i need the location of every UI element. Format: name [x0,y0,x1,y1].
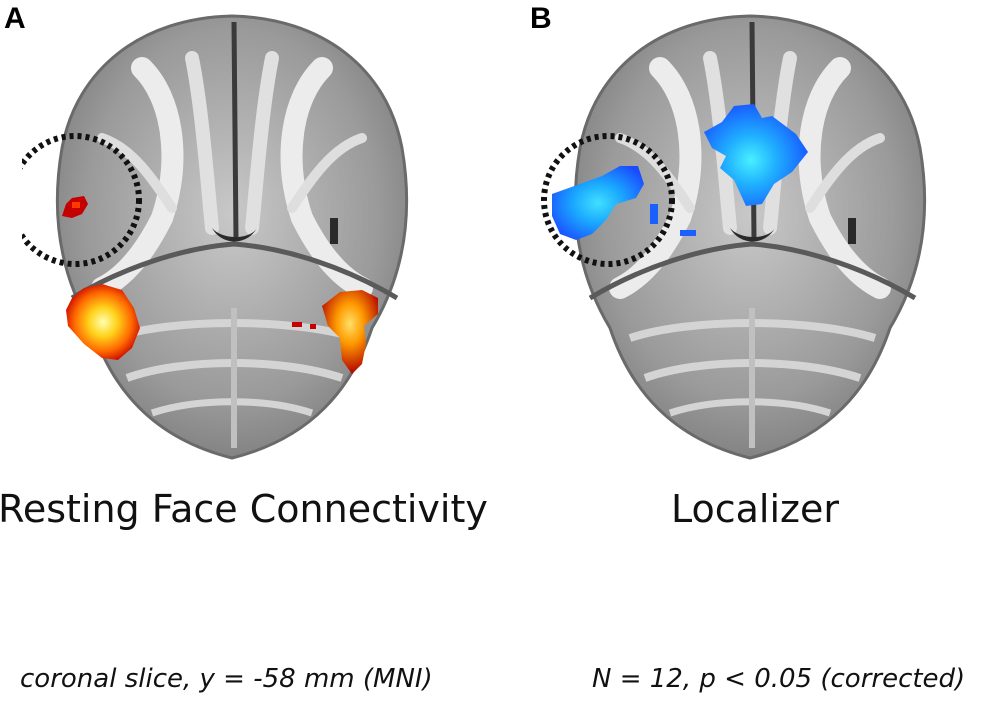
panel-a-title: Resting Face Connectivity [0,487,488,531]
panel-b-title: Localizer [671,487,839,531]
activation-cluster-left [66,284,140,360]
panel-b: B [490,0,980,560]
brain-slice-b [541,14,927,460]
footnote-coronal-slice: coronal slice, y = -58 mm (MNI) [20,664,433,694]
brain-slice-a [22,14,409,460]
activation-cluster-right [322,290,378,374]
activation-cluster-medial [704,104,808,206]
footnote-statistics: N = 12, p < 0.05 (corrected) [592,664,966,694]
roi-circle-b [541,133,675,267]
roi-circle-a [22,133,142,267]
panel-a-letter: A [4,2,26,35]
panel-b-letter: B [530,2,552,35]
activation-cluster-left [552,166,644,240]
panel-a: A [0,0,490,560]
